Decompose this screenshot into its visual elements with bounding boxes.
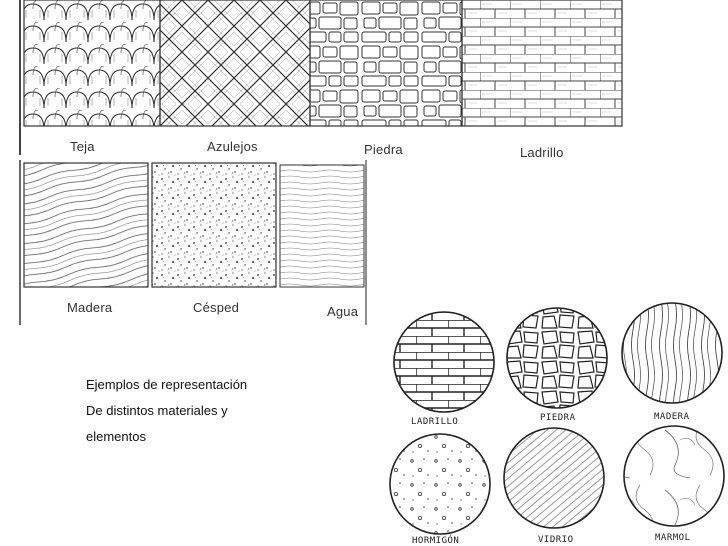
circle-vidrio (503, 427, 605, 529)
cesped-swatch (151, 162, 277, 288)
label-azulejos: Azulejos (207, 139, 258, 154)
label-cesped: Césped (193, 300, 240, 315)
caption-line-3: elementos (86, 429, 146, 444)
circle-label-hormigon: HORMIGÓN (412, 536, 460, 546)
circle-label-vidrio: VIDRIO (538, 535, 574, 545)
circle-label-madera: MADERA (654, 412, 690, 422)
label-ladrillo: Ladrillo (520, 145, 564, 160)
circle-label-marmol: MARMOL (655, 533, 691, 543)
label-madera: Madera (67, 300, 113, 315)
circle-marmol (623, 425, 725, 527)
circle-hormigon (389, 433, 491, 535)
azulejos-swatch (159, 0, 311, 127)
piedra-swatch (309, 0, 463, 127)
label-piedra: Piedra (364, 142, 403, 157)
circle-madera (621, 302, 723, 404)
circle-ladrillo (393, 311, 495, 413)
circle-label-piedra: PIEDRA (540, 413, 576, 423)
circle-piedra (506, 307, 608, 409)
caption-line-2: De distintos materiales y (86, 403, 228, 418)
madera-swatch (23, 162, 149, 288)
ladrillo-swatch (461, 0, 623, 127)
teja-swatch (23, 0, 161, 127)
label-agua: Agua (327, 304, 359, 319)
caption-line-1: Ejemplos de representación (86, 377, 248, 392)
label-teja: Teja (70, 139, 95, 154)
caption: Ejemplos de representación De distintos … (86, 372, 286, 450)
circle-label-ladrillo: LADRILLO (411, 417, 459, 427)
agua-swatch (279, 164, 365, 288)
